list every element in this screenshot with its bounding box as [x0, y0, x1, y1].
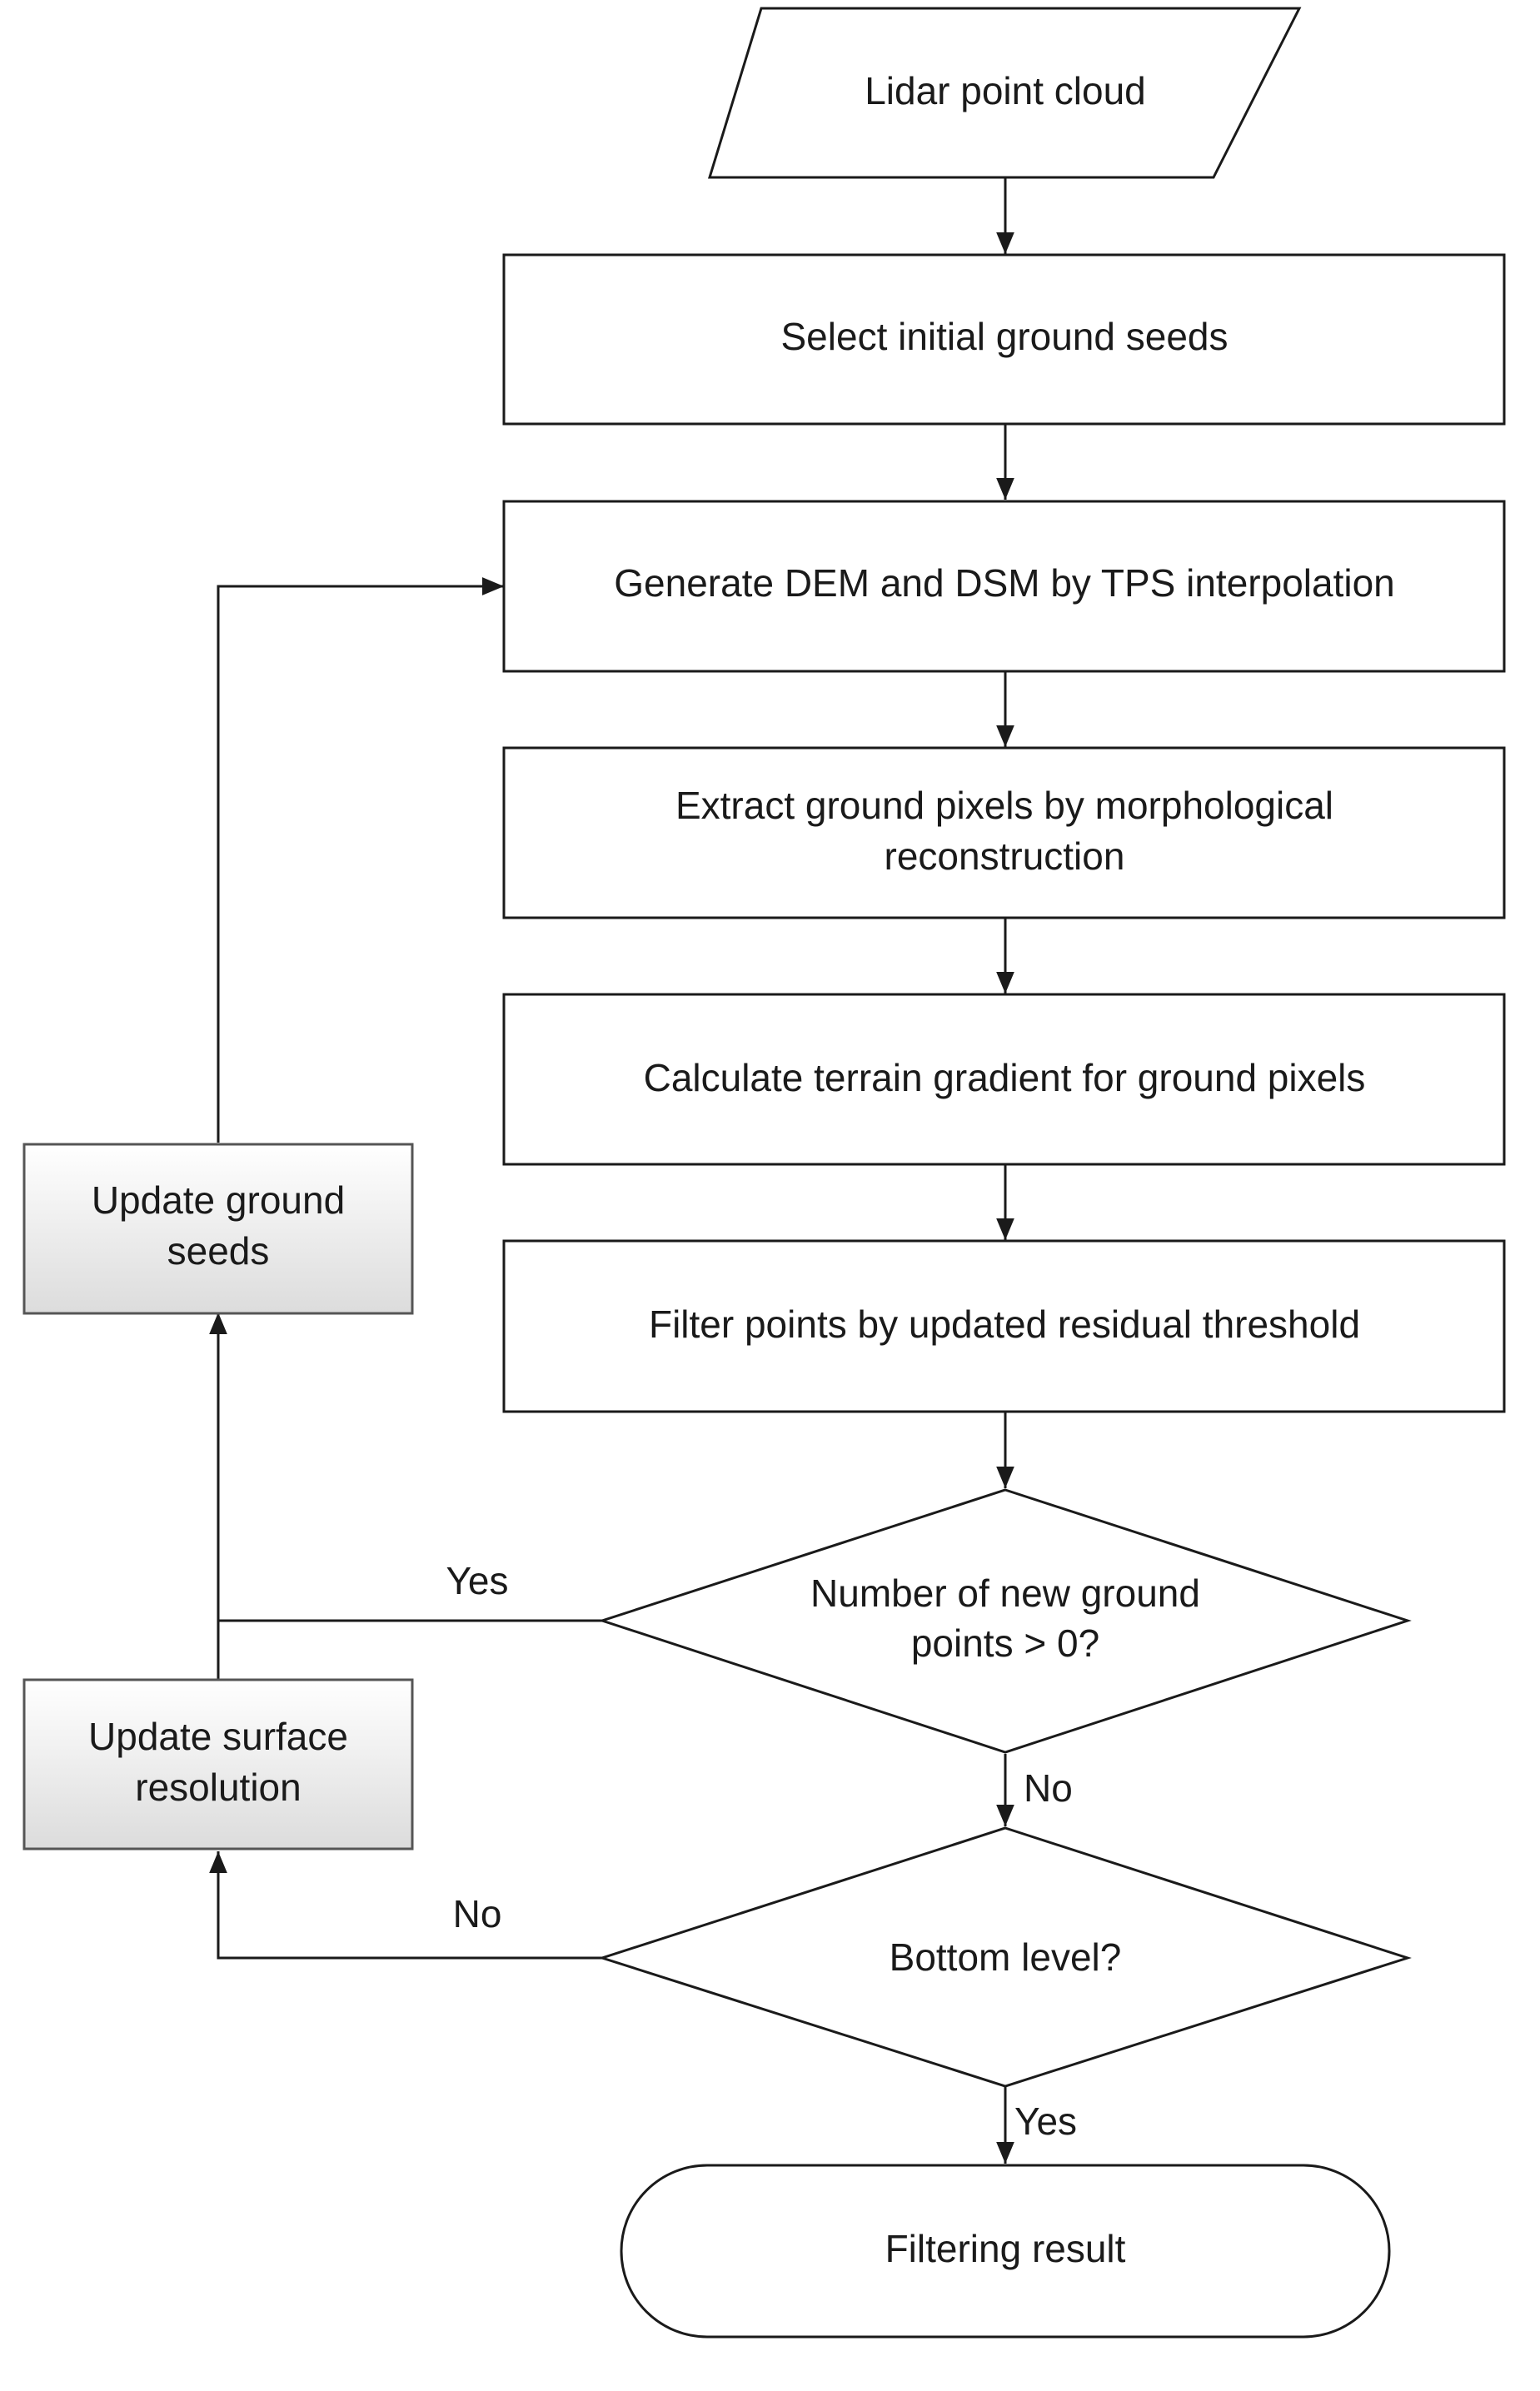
update-resolution-node: Update surface resolution [22, 1678, 414, 1851]
filtering-result-node: Filtering result [620, 2164, 1391, 2339]
decision1-no-label: No [1024, 1766, 1073, 1810]
update-resolution-label-line1: Update surface [88, 1715, 348, 1758]
edge-decision2-no [209, 1851, 602, 1960]
generate-dem-node: Generate DEM and DSM by TPS interpolatio… [502, 500, 1506, 673]
extract-pixels-node: Extract ground pixels by morphological r… [502, 746, 1506, 919]
input-node: Lidar point cloud [707, 7, 1302, 179]
decision-new-points-label-line1: Number of new ground [810, 1572, 1200, 1615]
select-seeds-node: Select initial ground seeds [502, 253, 1506, 426]
decision-new-points-label-line2: points > 0? [911, 1621, 1099, 1665]
decision-bottom-level-node: Bottom level? [598, 1826, 1412, 2088]
decision-new-points-node: Number of new ground points > 0? [598, 1488, 1412, 1754]
filter-points-label: Filter points by updated residual thresh… [649, 1303, 1360, 1346]
input-node-label: Lidar point cloud [865, 69, 1146, 112]
update-seeds-label-line2: seeds [167, 1229, 270, 1273]
extract-pixels-label-line1: Extract ground pixels by morphological [675, 784, 1333, 827]
calculate-gradient-label: Calculate terrain gradient for ground pi… [644, 1056, 1366, 1099]
filtering-result-label: Filtering result [885, 2227, 1126, 2270]
decision-bottom-level-label: Bottom level? [890, 1935, 1122, 1979]
decision1-yes-label: Yes [446, 1559, 508, 1602]
update-resolution-label-line2: resolution [135, 1766, 301, 1809]
calculate-gradient-node: Calculate terrain gradient for ground pi… [502, 993, 1506, 1166]
decision2-yes-label: Yes [1014, 2100, 1077, 2143]
select-seeds-label: Select initial ground seeds [781, 315, 1229, 358]
filter-points-node: Filter points by updated residual thresh… [502, 1239, 1506, 1413]
update-seeds-node: Update ground seeds [22, 1143, 414, 1315]
update-seeds-label-line1: Update ground [92, 1178, 345, 1222]
decision2-no-label: No [453, 1892, 502, 1935]
generate-dem-label: Generate DEM and DSM by TPS interpolatio… [614, 561, 1395, 605]
edge-seeds-loop-to-generate [217, 577, 504, 1143]
extract-pixels-label-line2: reconstruction [885, 834, 1125, 878]
